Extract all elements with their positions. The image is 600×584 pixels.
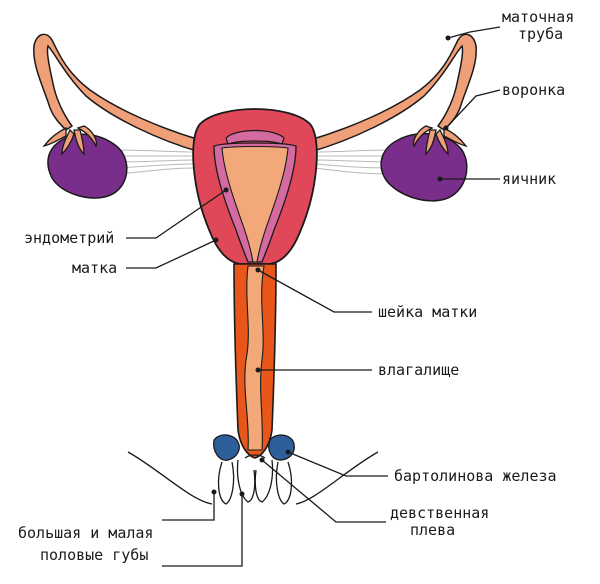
bartholin-gland-left [213,434,240,461]
label-ovary: яичник [502,170,556,188]
label-endometrium: эндометрий [24,229,114,247]
uterus-fundus [225,129,285,145]
label-labia-2: половые губы [40,546,148,564]
labia [127,451,379,505]
ovary-left [47,133,128,199]
label-labia-1: большая и малая [18,524,153,542]
label-fallopian-tube-2: труба [518,25,563,43]
bartholin-gland-right [268,434,295,461]
ovary-right [380,132,468,202]
leaders [126,26,501,567]
uterine-cavity [221,145,289,263]
label-uterus: матка [72,259,117,277]
vaginal-canal [244,265,265,451]
fimbriae-left [42,125,98,156]
label-funnel: воронка [502,81,565,99]
label-hymen-2: плева [410,521,455,539]
label-hymen-1: девственная [390,504,489,522]
label-vagina: влагалище [378,361,459,379]
ovarian-ligament-left [117,149,196,175]
label-cervix: шейка матки [378,303,477,321]
label-bartholin-gland: бартолинова железа [394,467,557,485]
fimbriae-right [412,125,468,156]
label-fallopian-tube-1: маточная [502,8,574,26]
fallopian-tube-left [33,33,201,153]
